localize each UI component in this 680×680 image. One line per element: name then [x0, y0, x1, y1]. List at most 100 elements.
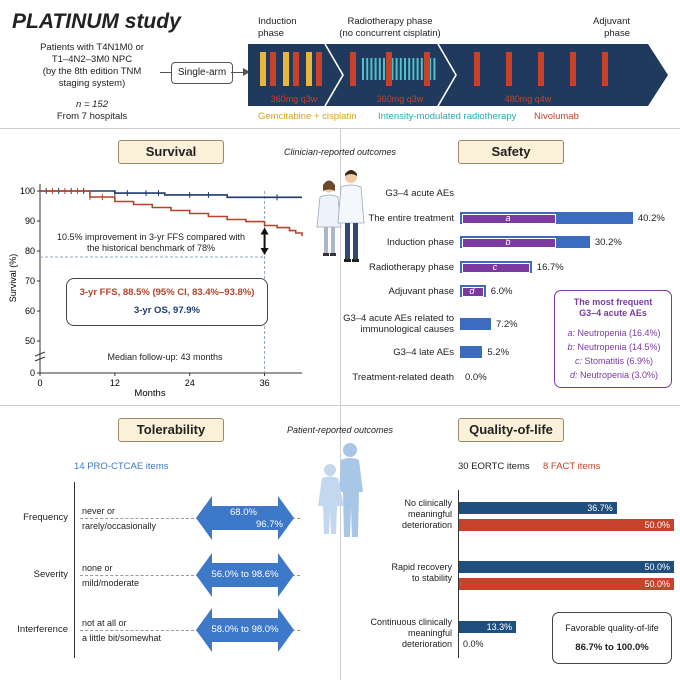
safety-bar-highlight — [462, 287, 484, 297]
frequent-ae-text: Neutropenia (14.5%) — [577, 342, 661, 352]
safety-bar-value: 7.2% — [495, 319, 518, 330]
tolerability-arrow-range: 56.0% to 98.6% — [211, 569, 279, 580]
safety-bar-highlight — [462, 238, 556, 248]
frequent-ae-item: d: Neutropenia (3.0%) — [559, 370, 669, 381]
frequent-ae-text: Stomatitis (6.9%) — [584, 356, 654, 366]
survival-header: Survival — [118, 140, 224, 164]
qol-fact-value: 50.0% — [644, 579, 670, 589]
tolerability-header: Tolerability — [118, 418, 224, 442]
doctors-illustration — [316, 170, 365, 262]
tolerability-arrow — [196, 496, 294, 540]
ffs-result: 3-yr FFS, 88.5% (95% CI, 83.4%–93.8%) — [79, 287, 255, 298]
safety-row-label: Treatment-related death — [352, 372, 454, 383]
tolerability-low-label: not at all or — [82, 618, 127, 628]
tolerability-axis — [74, 482, 75, 658]
frequent-ae-item: c: Stomatitis (6.9%) — [559, 356, 669, 367]
qol-row-label-line: meaningful — [407, 627, 452, 638]
safety-bar-value: 5.2% — [487, 347, 510, 358]
timeline-mark-imrt — [399, 58, 402, 80]
timeline-mark-nivolumab — [570, 52, 576, 86]
timeline-mark-nivolumab — [270, 52, 276, 86]
timeline-mark-nivolumab — [474, 52, 480, 86]
qol-fact-value: 50.0% — [644, 520, 670, 530]
tolerability-arrow-high: 96.7% — [256, 519, 283, 530]
frequent-ae-text: Neutropenia (16.4%) — [577, 328, 661, 338]
favorable-qol-value: 86.7% to 100.0% — [575, 642, 649, 653]
qol-fact-value: 0.0% — [463, 639, 484, 649]
tolerability-low-label: none or — [82, 563, 113, 573]
timeline-mark-imrt — [383, 58, 385, 80]
tolerability-row-label: Frequency — [23, 512, 68, 523]
survival-y-tick-label: 60 — [25, 306, 35, 316]
phase-induction-label: Induction phase — [258, 16, 297, 39]
survival-x-tick-label: 12 — [110, 378, 120, 388]
qol-row-label-line: No clinically — [404, 497, 452, 508]
fact-label: 8 FACT items — [543, 461, 601, 472]
patient-count: n = 152 — [76, 99, 108, 110]
improvement-text: 10.5% improvement in 3-yr FFS compared w… — [56, 232, 246, 253]
safety-bar-letter: c — [492, 262, 498, 272]
frequent-ae-item: a: Neutropenia (16.4%) — [559, 328, 669, 339]
qol-fact-bar — [459, 578, 674, 590]
qol-eortc-bar — [459, 561, 674, 573]
safety-bar-letter: a — [505, 213, 511, 223]
survival-y-tick-label: 0 — [30, 368, 35, 378]
timeline-mark-nivolumab — [293, 52, 299, 86]
favorable-qol-title: Favorable quality-of-life — [565, 623, 659, 633]
timeline-mark-imrt — [412, 58, 415, 80]
safety-bar — [460, 318, 491, 330]
axis-break — [34, 351, 46, 357]
frequent-ae-letter: a: — [567, 328, 578, 338]
single-arm-arrow-line — [231, 72, 244, 73]
timeline-mark-gemcitabine — [283, 52, 289, 86]
qol-eortc-value: 50.0% — [644, 562, 670, 572]
frequent-ae-letter: c: — [574, 356, 585, 366]
qol-row-label-line: meaningful — [407, 508, 452, 519]
safety-row-label: Radiotherapy phase — [368, 262, 454, 273]
qol-row-label-line: to stability — [411, 573, 452, 583]
frequent-ae-title: The most frequent G3–4 acute AEs — [573, 297, 653, 318]
safety-bar-value: 30.2% — [594, 237, 622, 248]
os-result: 3-yr OS, 97.9% — [133, 305, 200, 316]
axis-break — [34, 356, 46, 362]
timeline-mark-nivolumab — [316, 52, 322, 86]
treatment-timeline: 360mg q3w 360mg q3w 480mg q4w — [248, 44, 668, 106]
safety-bar-value: 6.0% — [490, 286, 513, 297]
single-arm-arrow-head — [243, 68, 250, 76]
improvement-arrow-head — [260, 227, 269, 235]
timeline-mark-imrt — [391, 58, 394, 80]
timeline-mark-nivolumab — [350, 52, 356, 86]
tolerability-dashed-line — [80, 630, 300, 631]
frequent-ae-letter: b: — [567, 342, 578, 352]
timeline-mark-nivolumab — [424, 52, 430, 86]
timeline-mark-imrt — [366, 58, 369, 80]
patients-description: Patients with T4N1M0 or T1–4N2–3M0 NPC (… — [40, 42, 144, 89]
safety-row-label: G3–4 late AEs — [393, 347, 454, 358]
timeline-mark-imrt — [404, 58, 406, 80]
timeline-mark-nivolumab — [506, 52, 512, 86]
tolerability-dashed-line — [80, 518, 300, 519]
safety-bar-highlight — [462, 263, 530, 273]
timeline-mark-imrt — [433, 58, 436, 80]
safety-row-label: Induction phase — [386, 237, 454, 248]
survival-y-tick-label: 70 — [25, 276, 35, 286]
safety-bar-value: 16.7% — [536, 262, 564, 273]
tolerability-arrow — [196, 608, 294, 652]
timeline-mark-gemcitabine — [306, 52, 312, 86]
legend-gemcitabine: Gemcitabine + cisplatin — [258, 111, 357, 122]
qol-header: Quality-of-life — [458, 418, 564, 442]
phase-adjuvant-label: Adjuvant phase — [593, 16, 630, 39]
tolerability-high-label: rarely/occasionally — [82, 521, 157, 531]
qol-eortc-bar — [459, 621, 517, 633]
timeline-mark-nivolumab — [602, 52, 608, 86]
divider-vertical — [340, 128, 341, 680]
tolerability-high-label: a little bit/somewhat — [82, 633, 162, 643]
qol-eortc-value: 36.7% — [587, 503, 613, 513]
tolerability-arrow — [196, 553, 294, 597]
safety-bar-letter: b — [505, 237, 511, 247]
qol-eortc-value: 13.3% — [486, 622, 513, 632]
qol-row-label-line: deterioration — [401, 638, 452, 649]
